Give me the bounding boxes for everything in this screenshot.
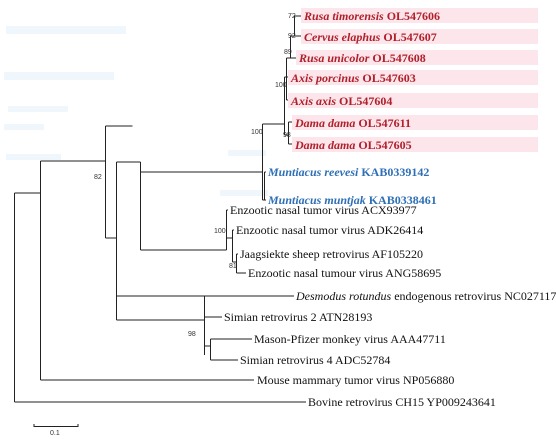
leaf-mason-pfizer: Mason-Pfizer monkey virus AAA47711 xyxy=(254,332,446,346)
leaf-dama-dama-2: Dama dama OL547605 xyxy=(295,138,412,152)
leaf-bovine: Bovine retrovirus CH15 YP009243641 xyxy=(308,395,496,409)
leaf-dama-dama-1: Dama dama OL547611 xyxy=(295,116,411,130)
leaf-species: Axis porcinus xyxy=(291,71,360,85)
bootstrap-89: 89 xyxy=(284,49,292,56)
bootstrap-72: 72 xyxy=(288,13,296,20)
leaf-muntiacus-muntjak: Muntiacus muntjak KAB0338461 xyxy=(268,193,437,207)
leaf-enzootic-ang: Enzootic nasal tumour virus ANG58695 xyxy=(248,266,441,280)
leaf-species: Rusa unicolor xyxy=(299,51,370,65)
highlight-rusa-unicolor xyxy=(296,50,538,65)
background-artifact-4 xyxy=(4,124,44,130)
leaf-accession: OL547607 xyxy=(380,30,437,44)
leaf-accession: KAB0338461 xyxy=(365,193,437,207)
leaf-muntiacus-reevesi: Muntiacus reevesi KAB0339142 xyxy=(268,165,429,179)
leaf-jaagsiekte: Jaagsiekte sheep retrovirus AF105220 xyxy=(240,247,423,261)
leaf-species: Cervus elaphus xyxy=(304,30,381,44)
background-artifact-1 xyxy=(6,26,126,34)
leaf-rusa-timorensis: Rusa timorensis OL547606 xyxy=(304,9,440,23)
background-artifact-2 xyxy=(4,72,114,80)
highlight-cervus-elaphus xyxy=(301,29,538,44)
bootstrap-98-simian: 98 xyxy=(188,331,196,338)
bootstrap-100-enzootic: 100 xyxy=(214,228,226,235)
leaf-species: Muntiacus muntjak xyxy=(268,193,366,207)
leaf-accession: Bovine retrovirus CH15 YP009243641 xyxy=(308,395,496,409)
scale-bar-label: 0.1 xyxy=(50,430,60,437)
background-artifact-3 xyxy=(8,106,68,112)
leaf-accession: endogenous retrovirus NC027117 xyxy=(391,289,556,303)
background-artifact-5 xyxy=(6,154,61,160)
bootstrap-82: 82 xyxy=(94,174,102,181)
leaf-mouse-mammary: Mouse mammary tumor virus NP056880 xyxy=(257,373,454,387)
leaf-species: Desmodus rotundus xyxy=(296,289,392,303)
highlight-rusa-timorensis xyxy=(301,8,538,23)
leaf-cervus-elaphus: Cervus elaphus OL547607 xyxy=(304,30,437,44)
highlight-dama-dama-1 xyxy=(292,115,538,130)
leaf-species: Dama dama xyxy=(295,138,356,152)
leaf-accession: Enzootic nasal tumor virus ACX93977 xyxy=(230,203,417,217)
leaf-simian-2: Simian retrovirus 2 ATN28193 xyxy=(224,310,372,324)
highlight-axis-porcinus xyxy=(288,70,538,85)
background-artifact-6 xyxy=(228,150,266,156)
leaf-accession: OL547605 xyxy=(355,138,412,152)
bootstrap-100-axis: 100 xyxy=(275,82,287,89)
bootstrap-81: 81 xyxy=(229,263,237,270)
bootstrap-98-dama: 98 xyxy=(283,132,291,139)
leaf-species: Dama dama xyxy=(295,116,356,130)
bootstrap-92: 92 xyxy=(288,33,296,40)
leaf-accession: KAB0339142 xyxy=(358,165,430,179)
leaf-axis-porcinus: Axis porcinus OL547603 xyxy=(291,71,416,85)
leaf-axis-axis: Axis axis OL547604 xyxy=(291,94,392,108)
leaf-accession: Simian retrovirus 4 ADC52784 xyxy=(240,353,391,367)
leaf-enzootic-acx: Enzootic nasal tumor virus ACX93977 xyxy=(230,203,417,217)
background-artifact-7 xyxy=(220,190,268,196)
leaf-accession: OL547608 xyxy=(369,51,426,65)
leaf-accession: OL547604 xyxy=(336,94,393,108)
leaf-species: Axis axis xyxy=(291,94,337,108)
leaf-enzootic-adk: Enzootic nasal tumor virus ADK26414 xyxy=(236,223,423,237)
leaf-accession: Enzootic nasal tumor virus ADK26414 xyxy=(236,223,424,237)
highlight-axis-axis xyxy=(288,93,538,108)
leaf-desmodus: Desmodus rotundus endogenous retrovirus … xyxy=(296,289,556,303)
leaf-species: Rusa timorensis xyxy=(304,9,384,23)
leaf-accession: Enzootic nasal tumour virus ANG58695 xyxy=(248,266,442,280)
leaf-simian-4: Simian retrovirus 4 ADC52784 xyxy=(240,353,390,367)
leaf-accession: Mason-Pfizer monkey virus AAA47711 xyxy=(254,332,446,346)
leaf-accession: Jaagsiekte sheep retrovirus AF105220 xyxy=(240,247,423,261)
leaf-accession: OL547603 xyxy=(359,71,416,85)
highlight-dama-dama-2 xyxy=(292,137,538,152)
bootstrap-100-cervid-muntjac: 100 xyxy=(251,129,263,136)
leaf-species: Muntiacus reevesi xyxy=(268,165,359,179)
leaf-accession: OL547611 xyxy=(355,116,412,130)
leaf-accession: OL547606 xyxy=(383,9,441,23)
leaf-accession: Simian retrovirus 2 ATN28193 xyxy=(224,310,373,324)
leaf-accession: Mouse mammary tumor virus NP056880 xyxy=(257,373,455,387)
leaf-rusa-unicolor: Rusa unicolor OL547608 xyxy=(299,51,426,65)
